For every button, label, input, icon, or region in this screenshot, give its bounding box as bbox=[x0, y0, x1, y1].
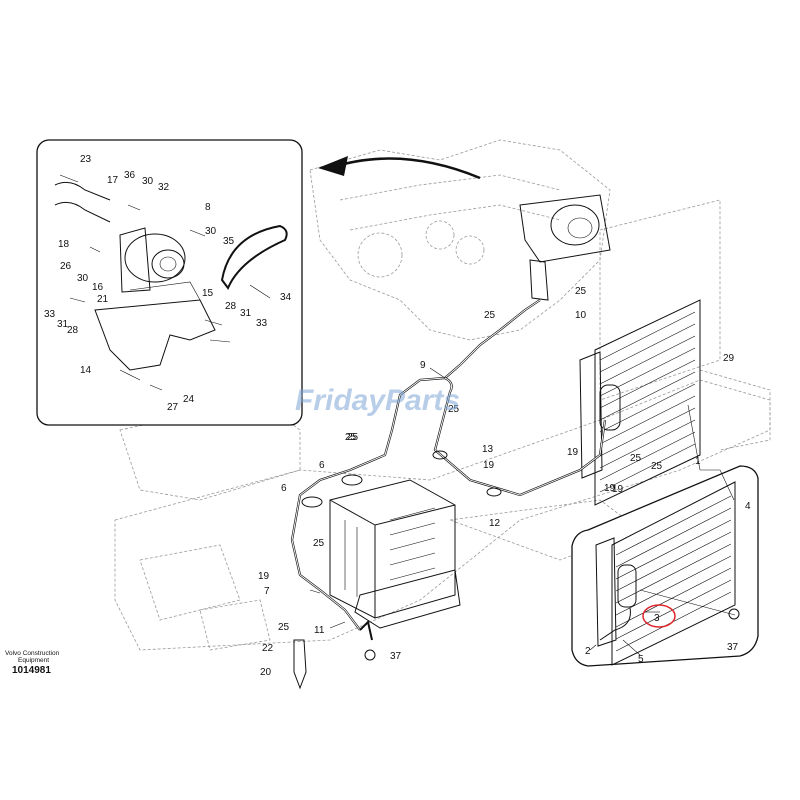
part-label: 25 bbox=[484, 310, 496, 321]
part-label: 19 bbox=[567, 447, 579, 458]
part-label: 25 bbox=[278, 622, 290, 633]
direction-arrow bbox=[318, 156, 481, 180]
part-label: 36 bbox=[124, 170, 136, 181]
evaporator-unit bbox=[329, 479, 461, 629]
part-labels: 23 17 36 30 32 8 18 30 35 26 30 16 34 21… bbox=[44, 154, 751, 678]
part-label: 31 bbox=[57, 319, 69, 330]
part-label: 25 bbox=[448, 404, 460, 415]
part-label: 3 bbox=[654, 613, 660, 624]
part-label: 17 bbox=[107, 175, 119, 186]
part-label: 5 bbox=[638, 654, 644, 665]
part-label: 25 bbox=[651, 461, 663, 472]
part-label: 8 bbox=[205, 202, 211, 213]
part-label: 31 bbox=[240, 308, 252, 319]
part-label: 28 bbox=[225, 301, 237, 312]
part-label: 25 bbox=[630, 453, 642, 464]
part-label: 34 bbox=[280, 292, 292, 303]
part-label: 23 bbox=[80, 154, 92, 165]
part-label: 37 bbox=[390, 651, 402, 662]
footer: Volvo Construction Equipment 1014981 bbox=[5, 650, 60, 676]
part-label: 32 bbox=[158, 182, 170, 193]
compressor-main bbox=[519, 194, 611, 301]
condenser-inset bbox=[571, 465, 759, 667]
part-label: 30 bbox=[77, 273, 89, 284]
part-label: 33 bbox=[256, 318, 268, 329]
part-label: 19 bbox=[258, 571, 270, 582]
part-label: 1 bbox=[695, 456, 701, 467]
part-label: 30 bbox=[142, 176, 154, 187]
watermark: FridayParts bbox=[295, 384, 460, 417]
part-label: 6 bbox=[319, 460, 325, 471]
part-label: 35 bbox=[223, 236, 235, 247]
part-label: 12 bbox=[489, 518, 501, 529]
part-label: 25 bbox=[575, 286, 587, 297]
drawing-number: 1014981 bbox=[12, 665, 51, 676]
part-label: 19 bbox=[604, 483, 616, 494]
part-label: 29 bbox=[723, 353, 735, 364]
part-label: 19 bbox=[483, 460, 495, 471]
part-label: 24 bbox=[183, 394, 195, 405]
condenser-main bbox=[579, 299, 701, 506]
part-label: 6 bbox=[281, 483, 287, 494]
brand-line-1: Volvo Construction bbox=[5, 650, 60, 657]
part-label: 11 bbox=[314, 625, 325, 636]
part-label: 20 bbox=[260, 667, 272, 678]
part-label: 37 bbox=[727, 642, 739, 653]
part-label: 22 bbox=[262, 643, 274, 654]
part-label: 21 bbox=[97, 294, 109, 305]
part-label: 18 bbox=[58, 239, 70, 250]
leader-lines bbox=[119, 284, 736, 656]
part-label: 4 bbox=[745, 501, 751, 512]
hose-routing bbox=[290, 299, 740, 690]
part-label: 13 bbox=[482, 444, 494, 455]
part-label: 10 bbox=[575, 310, 587, 321]
part-label: 25 bbox=[347, 432, 359, 443]
part-label: 2 bbox=[585, 646, 591, 657]
part-label: 19 bbox=[612, 484, 624, 495]
highlight-ring bbox=[642, 604, 676, 628]
part-label: 16 bbox=[92, 282, 104, 293]
brand-line-2: Equipment bbox=[18, 657, 49, 664]
compressor-inset bbox=[36, 139, 303, 426]
part-label: 9 bbox=[420, 360, 426, 371]
part-label: 25 bbox=[313, 538, 325, 549]
part-label: 25 bbox=[345, 432, 357, 443]
part-label: 28 bbox=[67, 325, 79, 336]
part-label: 15 bbox=[202, 288, 214, 299]
part-label: 30 bbox=[205, 226, 217, 237]
part-label: 7 bbox=[264, 586, 270, 597]
part-label: 26 bbox=[60, 261, 72, 272]
part-label: 14 bbox=[80, 365, 92, 376]
part-label: 27 bbox=[167, 402, 179, 413]
part-label: 33 bbox=[44, 309, 56, 320]
